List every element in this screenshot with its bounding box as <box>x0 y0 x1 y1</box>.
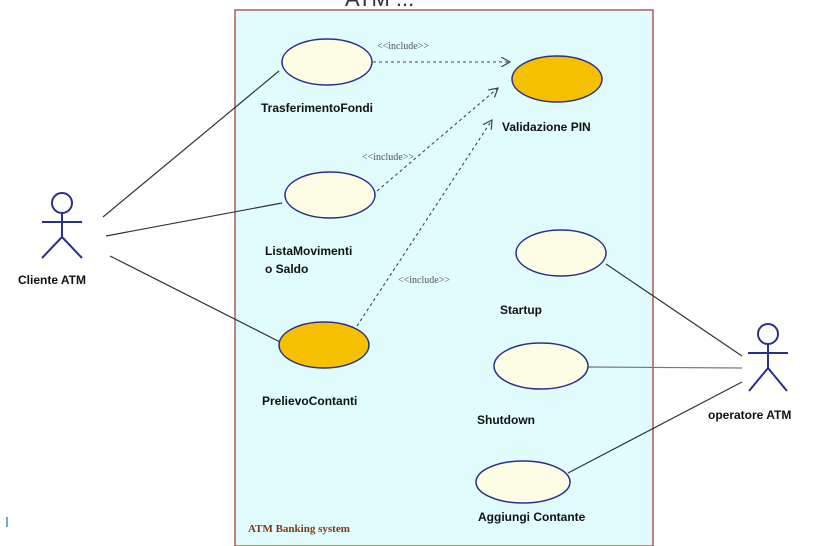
assoc-cliente-prelievo <box>109 255 283 344</box>
usecase-label: PrelievoContanti <box>262 394 357 408</box>
include-label: <<include>> <box>377 41 429 52</box>
system-boundary <box>234 9 654 546</box>
usecase-aggiungi-contante <box>475 460 571 504</box>
assoc-operatore-shutdown <box>587 366 743 369</box>
usecase-label: Startup <box>500 303 542 317</box>
usecase-trasferimento-fondi <box>281 38 373 86</box>
assoc-cliente-trasferimento <box>102 70 280 218</box>
system-name: ATM Banking system <box>248 523 350 535</box>
usecase-label: o Saldo <box>265 262 308 276</box>
assoc-cliente-lista <box>105 202 283 237</box>
include-lista-validazione <box>376 88 498 192</box>
usecase-label: Shutdown <box>477 413 535 427</box>
usecase-label: Aggiungi Contante <box>478 510 586 524</box>
actor-label: Cliente ATM <box>18 273 86 287</box>
include-label: <<include>> <box>362 152 414 163</box>
usecase-lista-movimenti <box>284 171 376 219</box>
include-label: <<include>> <box>398 275 450 286</box>
usecase-shutdown <box>493 342 589 390</box>
header-fragment: ATM ... <box>345 0 414 11</box>
actor-operatore-atm <box>748 323 788 392</box>
usecase-validazione-pin <box>511 55 603 103</box>
actor-head <box>757 323 779 345</box>
actor-cliente-atm <box>41 192 83 259</box>
actor-right-leg <box>767 367 788 392</box>
actor-label: operatore ATM <box>708 408 791 422</box>
usecase-label: TrasferimentoFondi <box>261 101 373 115</box>
usecase-label: ListaMovimenti <box>265 244 352 258</box>
actor-head <box>51 192 73 214</box>
actor-left-leg <box>41 236 63 259</box>
usecase-label: Validazione PIN <box>502 120 591 134</box>
assoc-operatore-aggiungi <box>567 381 743 474</box>
include-prelievo-validazione <box>356 120 492 327</box>
usecase-prelievo-contanti <box>278 321 370 369</box>
actor-left-leg <box>748 367 769 392</box>
usecase-startup <box>515 229 607 277</box>
actor-right-leg <box>61 236 83 259</box>
assoc-operatore-startup <box>605 263 743 357</box>
